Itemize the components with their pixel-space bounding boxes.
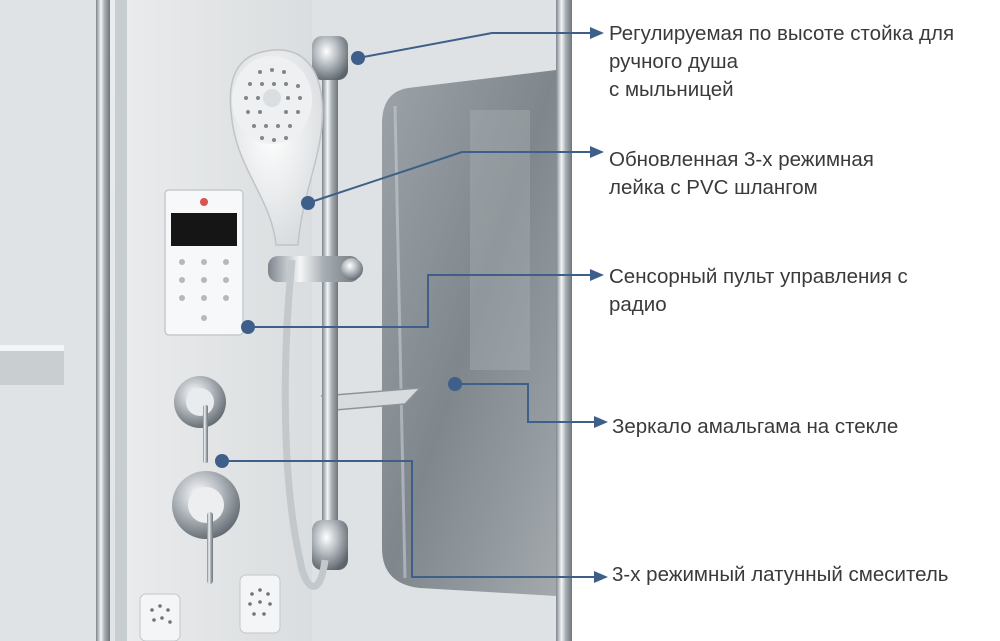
- callout-hand-shower-head: Обновленная 3-х режимная лейка с PVC шла…: [609, 148, 874, 199]
- arrow-icon: [590, 27, 604, 39]
- callout-touch-control-panel: Сенсорный пульт управления с радио: [609, 265, 908, 316]
- arrow-icon: [590, 269, 604, 281]
- arrow-icon: [594, 416, 608, 428]
- callout-brass-mixer: 3-х режимный латунный смеситель: [612, 563, 949, 586]
- arrow-icon: [590, 146, 604, 158]
- arrow-icon: [594, 571, 608, 583]
- callout-mirror: Зеркало амальгама на стекле: [612, 415, 899, 438]
- shower-cabin-photo: [0, 0, 572, 641]
- callout-height-adjustable-rail: Регулируемая по высоте стойка для ручног…: [609, 22, 955, 101]
